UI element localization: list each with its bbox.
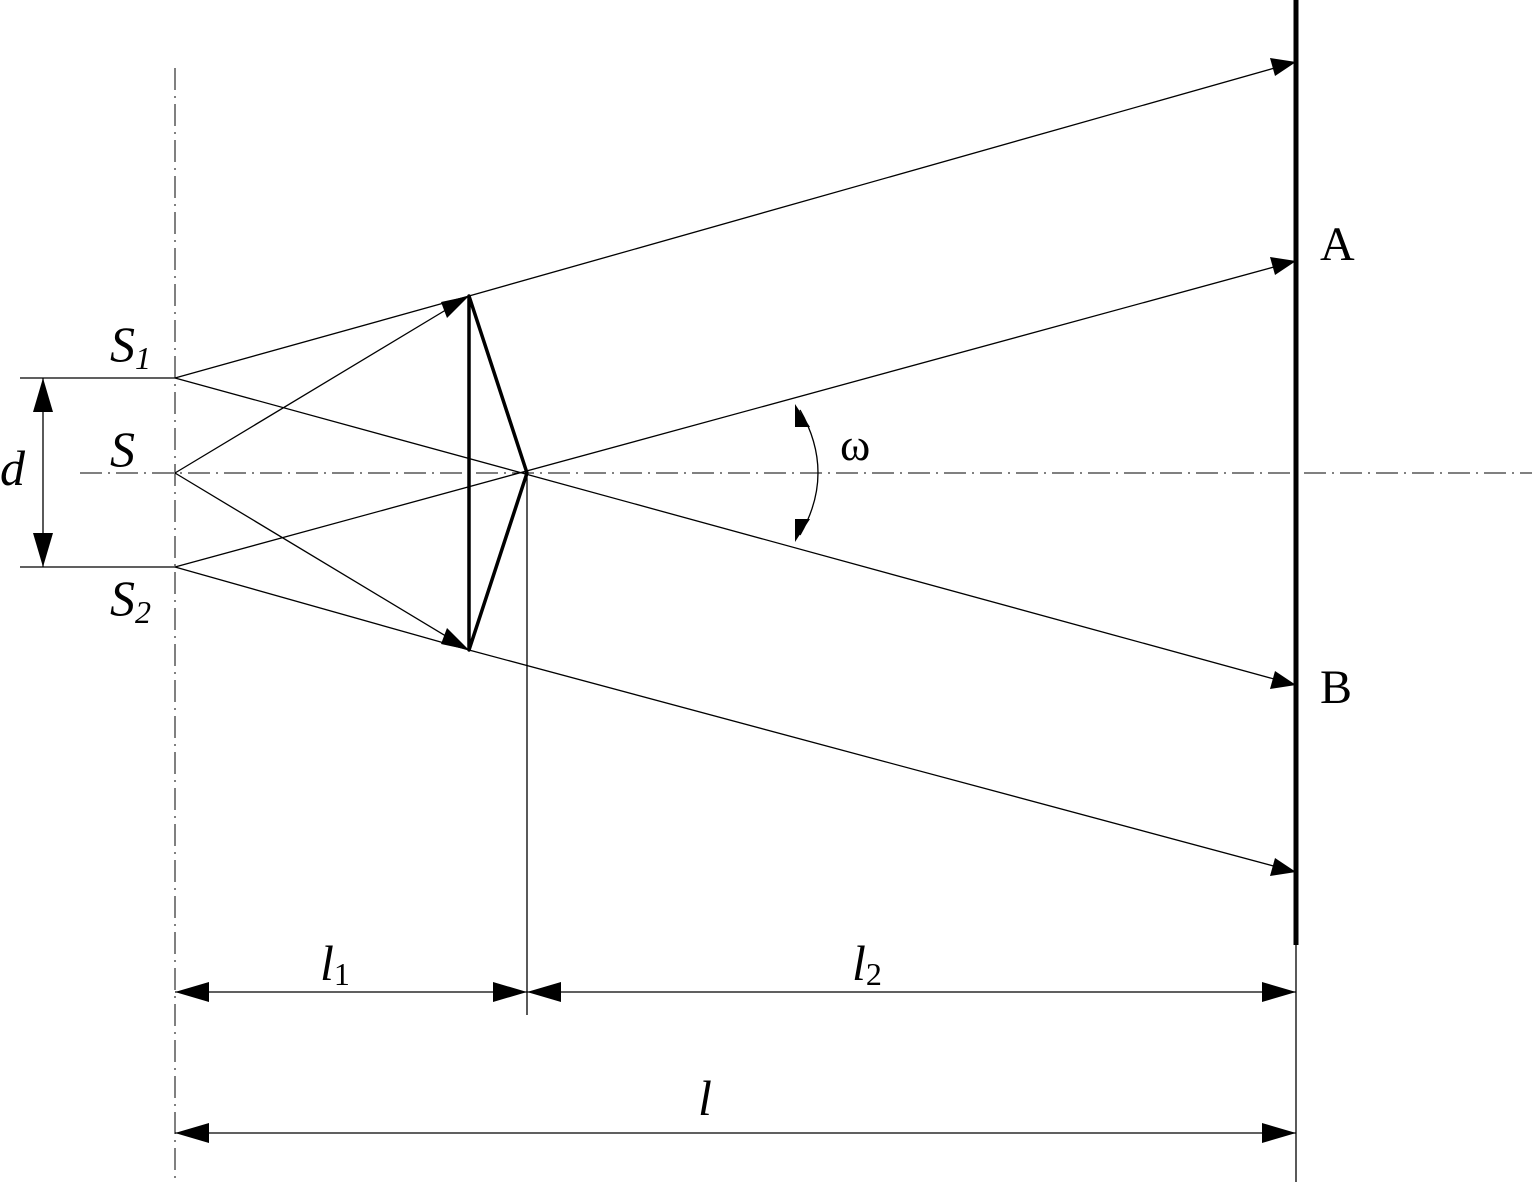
label-omega: ω (840, 419, 870, 470)
ray-s1-to-prism-top (174, 295, 470, 379)
label-l: l (698, 1070, 712, 1126)
biprism (467, 294, 529, 652)
ray-prism-top-to-screen (468, 61, 1297, 297)
arrowhead-b (1270, 671, 1296, 689)
arrowhead-screen-bottom (1270, 858, 1296, 876)
l2-arrowhead-right (1262, 982, 1296, 1002)
omega-arrowhead-bottom (795, 519, 810, 542)
arrowhead-prism-top (441, 296, 469, 318)
label-d: d (0, 440, 26, 496)
label-l1: l1 (320, 935, 350, 992)
d-arrowhead-top (33, 378, 53, 412)
label-a: A (1320, 218, 1355, 271)
label-s2: S2 (110, 570, 151, 630)
arrowhead-a (1270, 257, 1296, 275)
label-b: B (1320, 661, 1352, 714)
ray-s1-to-b (174, 377, 1297, 686)
omega-arrowhead-top (795, 404, 810, 427)
ray-prism-bottom-to-screen (468, 649, 1297, 873)
ray-s-to-prism-top (174, 295, 470, 474)
ray-s2-to-a (174, 260, 1297, 568)
label-s1: S1 (110, 316, 151, 376)
arrowhead-screen-top (1270, 58, 1296, 76)
l1-arrowhead-right (493, 982, 527, 1002)
l-arrowhead-left (175, 1123, 209, 1143)
arrowhead-prism-bottom (441, 628, 469, 650)
ray-s-to-prism-bottom (174, 472, 470, 651)
label-l2: l2 (852, 935, 882, 992)
ray-s2-to-prism-bottom (174, 566, 470, 651)
l2-arrowhead-left (527, 982, 561, 1002)
l-arrowhead-right (1262, 1123, 1296, 1143)
d-arrowhead-bottom (33, 533, 53, 567)
l1-arrowhead-left (175, 982, 209, 1002)
label-s: S (110, 421, 135, 477)
